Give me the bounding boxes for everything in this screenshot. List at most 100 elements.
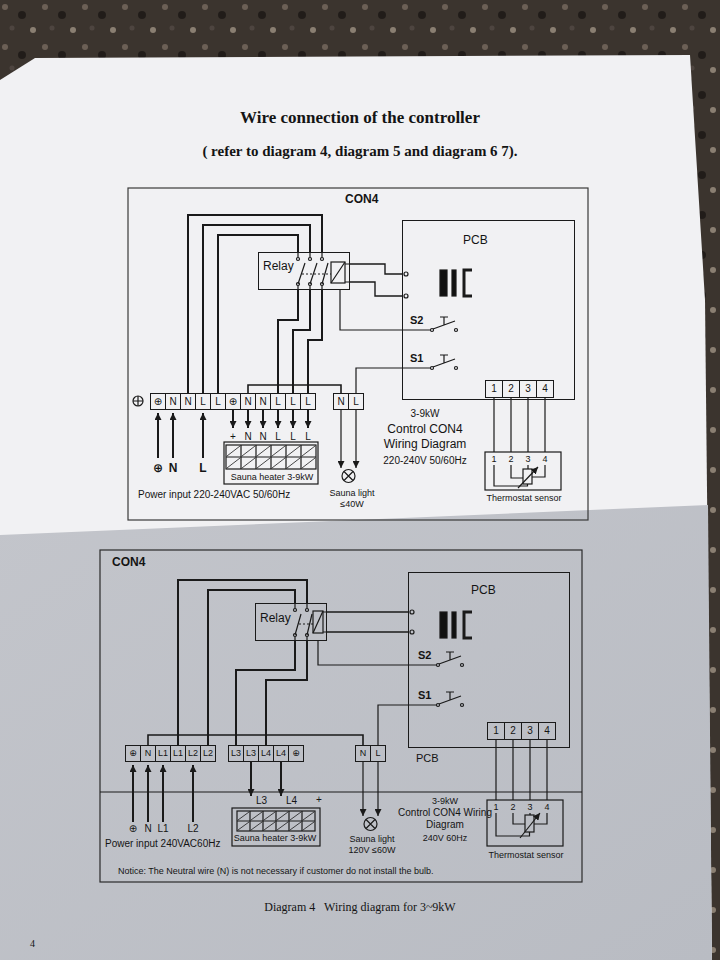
wiring-drawing — [238, 822, 314, 830]
wire — [292, 410, 294, 428]
wire — [510, 398, 511, 452]
wiring-drawing — [232, 808, 320, 846]
wiring-drawing — [485, 452, 561, 490]
pcb-board: PCB1234 — [408, 572, 570, 748]
wire — [495, 740, 496, 800]
wiring-drawing — [313, 611, 327, 633]
light-terminal: NL — [333, 393, 364, 410]
node-label: 2 — [507, 802, 519, 813]
thermostat-sensor: 1234Thermostat sensor — [487, 800, 565, 862]
diagram-label: Control CON4 Wiring Diagram — [395, 807, 495, 831]
node-label: L3 — [256, 795, 270, 807]
wiring-drawing — [440, 270, 447, 296]
wiring-drawing — [100, 791, 582, 792]
wiring-drawing — [297, 258, 300, 261]
wiring-drawing — [455, 367, 458, 370]
wire — [232, 410, 234, 428]
wire — [327, 611, 408, 612]
wiring-drawing — [299, 623, 313, 624]
terminal-label: L3 — [243, 745, 259, 762]
wiring-drawing — [306, 634, 309, 637]
wiring-drawing — [157, 413, 159, 458]
node-label: 1 — [488, 454, 500, 465]
terminal-label: 1 — [485, 380, 503, 398]
page-title: Wire connection of the controller — [240, 108, 480, 128]
wiring-drawing — [452, 612, 456, 638]
terminal-label: ⊕ — [225, 393, 241, 410]
wiring-drawing — [410, 610, 414, 614]
wiring-drawing — [433, 317, 455, 329]
wire — [203, 225, 310, 393]
terminal-label: L1 — [155, 745, 171, 762]
terminal-label: L — [285, 393, 301, 410]
terminal-label: L2 — [200, 745, 216, 762]
terminal-label: N — [255, 393, 271, 410]
wiring-drawing — [238, 812, 314, 820]
terminal-label: 3 — [521, 722, 539, 740]
terminal-label: L — [210, 393, 226, 410]
wire — [493, 398, 494, 452]
terminal-label: 3 — [519, 380, 537, 398]
wire — [278, 290, 298, 393]
diagram-label: PCB — [416, 752, 439, 765]
wire — [350, 264, 402, 274]
terminal-label: 4 — [536, 380, 554, 398]
diagram-label: ⊕ — [153, 461, 163, 475]
sensor-terminal: 1234 — [485, 380, 554, 398]
sauna-heater: +NNLLLSauna heater 3-9kW — [222, 428, 322, 486]
terminal-label: L — [370, 745, 386, 762]
wire — [178, 580, 307, 745]
wire — [277, 410, 279, 428]
node-label: Sauna heater 3-9kW — [224, 472, 320, 483]
diagram-label: N — [169, 461, 178, 475]
node-label: Relay — [263, 259, 294, 273]
wiring-drawing — [309, 283, 312, 286]
wiring-drawing — [364, 818, 377, 831]
diagram-label: 4 — [30, 938, 35, 950]
terminal-label: ⊕ — [125, 745, 141, 762]
wiring-drawing — [226, 445, 316, 469]
wiring-drawing — [331, 262, 350, 283]
wiring-drawing — [297, 283, 300, 286]
wiring-drawing — [520, 813, 540, 838]
wire — [208, 590, 295, 745]
wiring-drawing — [461, 704, 464, 707]
terminal-label: L — [348, 393, 364, 410]
wiring-drawing — [356, 368, 431, 393]
node-label: Thermostat sensor — [485, 850, 567, 861]
diagram-label: 220-240V 50/60Hz — [383, 455, 466, 467]
photo-background — [0, 505, 712, 960]
node-label: L — [272, 431, 284, 443]
node-label: Relay — [260, 611, 291, 625]
wiring-drawing — [366, 820, 375, 829]
terminal-label: ⊕ — [288, 745, 304, 762]
wiring-drawing — [342, 470, 355, 483]
node-label: 3 — [522, 454, 534, 465]
wire — [327, 631, 408, 632]
diagram-label: N — [144, 823, 151, 835]
node-label: L4 — [286, 795, 300, 807]
terminal-label: 2 — [502, 380, 520, 398]
terminal-label: 4 — [538, 722, 556, 740]
wire — [527, 398, 528, 452]
node-label: PCB — [471, 583, 496, 597]
node-label: + — [227, 431, 239, 443]
terminal-strip: ⊕NL1L1L2L2L3L3L4L4⊕ — [125, 745, 304, 762]
wiring-drawing — [147, 765, 149, 822]
diagram-label: L — [199, 461, 206, 475]
terminal-label: N — [355, 745, 371, 762]
terminal-label: L2 — [185, 745, 201, 762]
node-label: 4 — [539, 454, 551, 465]
diagram-label: L1 — [157, 823, 168, 835]
terminal-label: N — [333, 393, 349, 410]
diagram-label: S2 — [410, 314, 423, 327]
relay-box: Relay — [258, 252, 350, 290]
node-label: 2 — [505, 454, 517, 465]
wiring-drawing — [321, 258, 324, 261]
wiring-drawing — [227, 458, 315, 468]
wire — [308, 290, 322, 393]
wiring-drawing — [355, 410, 356, 468]
wiring-drawing — [237, 811, 315, 831]
